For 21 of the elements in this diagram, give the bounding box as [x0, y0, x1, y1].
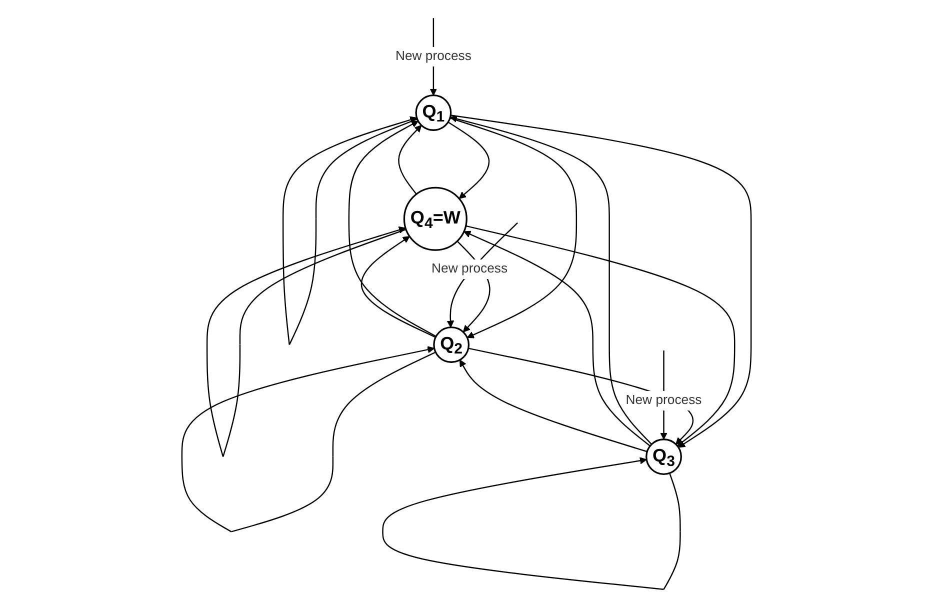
arrow	[450, 115, 652, 445]
arrow	[382, 457, 681, 590]
node-circle: Q$_{3}$	[646, 438, 682, 475]
edge-label: New process	[626, 393, 702, 408]
arrow	[464, 230, 650, 446]
arrow	[181, 346, 436, 532]
arrow	[466, 225, 736, 446]
arrow	[398, 124, 422, 195]
arrow	[348, 120, 436, 337]
edge-label: New process	[395, 49, 472, 64]
edge-label: New process	[432, 262, 508, 276]
arrow	[460, 360, 648, 452]
arrow	[206, 226, 406, 457]
arrow	[450, 117, 578, 338]
arrow	[448, 122, 490, 199]
node-circle: Q$_{2}$	[433, 326, 470, 363]
node-circle: Q$_{1}$	[415, 94, 452, 131]
arrow	[360, 236, 436, 338]
arrow	[450, 114, 752, 448]
arrow	[282, 116, 418, 345]
node-circle: Q$_{4}$=W	[403, 186, 468, 251]
